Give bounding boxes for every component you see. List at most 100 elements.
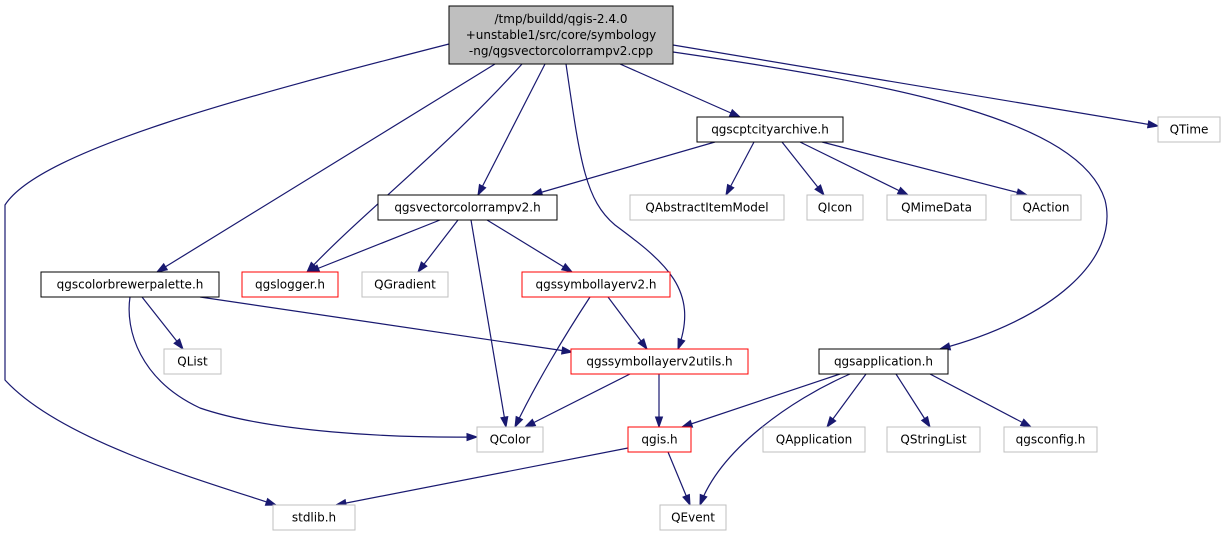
node-box — [241, 271, 339, 298]
edge-line — [826, 373, 867, 428]
edge-arrowhead — [725, 183, 735, 197]
edge-arrowhead — [920, 415, 931, 429]
node-label: QList — [177, 355, 208, 369]
node-qgsapplication[interactable]: qgsapplication.h — [818, 348, 949, 375]
edge-line — [672, 44, 1159, 127]
edge-arrowhead — [682, 493, 691, 507]
node-qlist[interactable]: QList — [163, 348, 222, 375]
node-label: QColor — [490, 433, 531, 447]
node-root[interactable]: /tmp/buildd/qgis-2.4.0+unstable1/src/cor… — [448, 5, 674, 65]
node-qevent[interactable]: QEvent — [659, 504, 727, 531]
node-label: qgsvectorcolorrampv2.h — [394, 201, 540, 215]
edge-line — [470, 219, 507, 428]
node-box — [1010, 194, 1082, 221]
node-qcolor[interactable]: QColor — [476, 426, 544, 453]
node-label: QGradient — [374, 278, 436, 292]
edge-arrowhead — [654, 416, 664, 429]
edge-qgscolorbrewerpalette-to-qgssymbollayerv2utils — [199, 296, 574, 355]
node-box — [361, 271, 449, 298]
node-qgsconfig[interactable]: qgsconfig.h — [1003, 426, 1098, 453]
edge-arrowhead — [1019, 418, 1033, 428]
edge-arrowhead — [477, 183, 487, 197]
edge-root-to-qgssymbollayerv2utils — [565, 63, 686, 351]
node-label: qgslogger.h — [255, 278, 325, 292]
node-label: +unstable1/src/core/symbology — [466, 28, 657, 42]
edge-root-to-qgslogger — [305, 63, 523, 274]
node-label: QMimeData — [901, 201, 972, 215]
node-label: qgsapplication.h — [834, 355, 933, 369]
edge-arrowhead — [417, 261, 428, 274]
edge-qgis-to-qevent — [667, 451, 691, 507]
node-label: QApplication — [776, 433, 853, 447]
edge-line — [141, 296, 184, 350]
edge-arrowhead — [500, 415, 509, 429]
node-box — [476, 426, 544, 453]
node-label: qgscolorbrewerpalette.h — [57, 278, 204, 292]
edge-arrowhead — [699, 493, 708, 507]
node-box — [272, 504, 356, 531]
edge-arrowhead — [826, 416, 837, 429]
edge-line — [672, 51, 1108, 350]
edge-line — [4, 43, 450, 506]
node-box — [696, 116, 844, 143]
node-box — [521, 271, 671, 298]
node-box — [762, 426, 866, 453]
node-box — [886, 194, 987, 221]
edge-arrowhead — [680, 419, 694, 428]
edge-arrowhead — [814, 184, 825, 197]
node-qgis[interactable]: qgis.h — [627, 426, 692, 453]
node-qgssymbollayerv2utils[interactable]: qgssymbollayerv2utils.h — [570, 348, 749, 375]
node-qgslogger[interactable]: qgslogger.h — [241, 271, 339, 298]
node-label: qgis.h — [641, 433, 677, 447]
node-label: QEvent — [671, 511, 715, 525]
edge-line — [486, 219, 573, 273]
node-label: -ng/qgsvectorcolorrampv2.cpp — [469, 44, 653, 58]
edge-line — [199, 296, 573, 353]
edge-qgssymbollayerv2utils-to-qcolor — [523, 373, 631, 428]
node-box — [163, 348, 222, 375]
node-qabstractitemmodel[interactable]: QAbstractItemModel — [629, 194, 785, 221]
edge-line — [607, 296, 648, 350]
edge-qgscptcityarchive-to-qmimedata — [799, 141, 910, 196]
node-qmimedata[interactable]: QMimeData — [886, 194, 987, 221]
edge-root-to-qtime — [672, 44, 1160, 129]
edge-qgssymbollayerv2-to-qcolor — [514, 296, 591, 429]
node-box — [448, 5, 674, 65]
node-qapplication[interactable]: QApplication — [762, 426, 866, 453]
node-qicon[interactable]: QIcon — [806, 194, 864, 221]
node-qgscptcityarchive[interactable]: qgscptcityarchive.h — [696, 116, 844, 143]
node-label: qgsconfig.h — [1016, 433, 1086, 447]
edge-arrowhead — [514, 415, 524, 429]
node-qgssymbollayerv2[interactable]: qgssymbollayerv2.h — [521, 271, 671, 298]
edge-qgsapplication-to-qevent — [699, 373, 851, 507]
node-label: QTime — [1170, 123, 1209, 137]
node-qaction[interactable]: QAction — [1010, 194, 1082, 221]
edge-qgscptcityarchive-to-qabstractitemmodel — [725, 141, 755, 197]
node-box — [627, 426, 692, 453]
edge-line — [524, 373, 631, 428]
node-label: qgssymbollayerv2utils.h — [586, 355, 732, 369]
node-label: qgssymbollayerv2.h — [535, 278, 656, 292]
edge-line — [335, 447, 629, 506]
edge-line — [417, 219, 459, 273]
node-qtime[interactable]: QTime — [1157, 116, 1221, 143]
edge-arrowhead — [560, 346, 574, 355]
node-label: QAction — [1022, 201, 1069, 215]
edge-arrowhead — [896, 186, 910, 196]
edge-qgsvectorcolorrampv2-to-qgradient — [417, 219, 459, 274]
edge-line — [821, 141, 1028, 196]
node-qgscolorbrewerpalette[interactable]: qgscolorbrewerpalette.h — [40, 271, 220, 298]
node-box — [1157, 116, 1221, 143]
edge-root-to-qgsvectorcolorrampv2 — [477, 63, 546, 197]
node-box — [629, 194, 785, 221]
node-qstringlist[interactable]: QStringList — [886, 426, 981, 453]
edge-line — [514, 296, 591, 428]
edge-line — [477, 63, 546, 196]
edge-arrowhead — [560, 262, 574, 273]
edge-qgsapplication-to-qstringlist — [895, 373, 931, 429]
node-stdlib[interactable]: stdlib.h — [272, 504, 356, 531]
node-qgsvectorcolorrampv2[interactable]: qgsvectorcolorrampv2.h — [377, 194, 558, 221]
node-qgradient[interactable]: QGradient — [361, 271, 449, 298]
edge-root-to-qgscptcityarchive — [619, 63, 742, 118]
node-label: stdlib.h — [292, 511, 336, 525]
